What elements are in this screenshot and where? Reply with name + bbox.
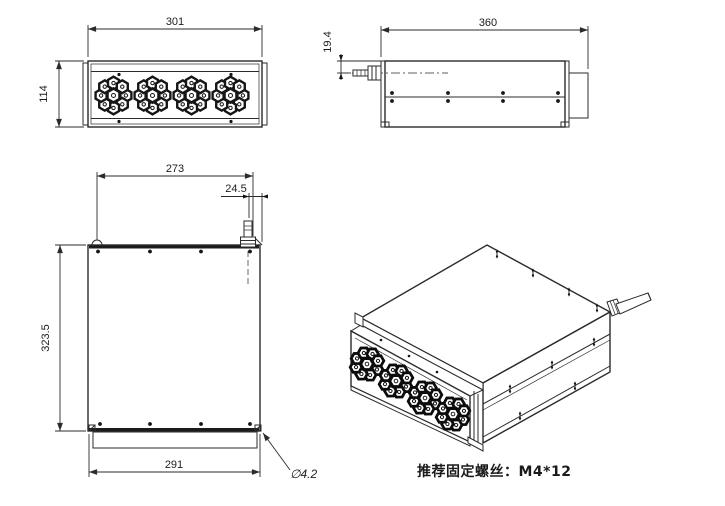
mount-ear-bottom-left (88, 424, 96, 432)
side-view: 360 19.4 (322, 17, 589, 128)
dim-label-360: 360 (479, 17, 497, 29)
mount-ear-top-left (91, 239, 103, 246)
fiber-connector-iso (606, 292, 652, 317)
fan-grille-front (96, 77, 249, 115)
top-screws (96, 249, 252, 426)
dim-label-114: 114 (38, 85, 50, 103)
dim-label-291: 291 (165, 459, 183, 471)
rear-block (568, 72, 589, 119)
dim-label-19-4: 19.4 (322, 31, 334, 52)
front-view: 301 114 (38, 16, 268, 128)
dim-label-273: 273 (166, 163, 184, 175)
fiber-connector-side (352, 65, 382, 81)
side-screws (390, 91, 560, 103)
dim-label-323-5: 323.5 (40, 324, 52, 352)
iso-corner-step (354, 312, 364, 328)
top-view: 273 24.5 323.5 291 ∅4.2 (40, 163, 317, 481)
isometric-view (344, 244, 652, 452)
hole-callout: ∅4.2 (262, 432, 317, 481)
base-plate (92, 431, 258, 449)
mount-ear-bottom-right (254, 424, 262, 432)
dim-base-width: 291 (88, 434, 261, 477)
dim-depth: 323.5 (40, 244, 86, 432)
dim-front-height: 114 (38, 60, 84, 128)
dim-label-24-5: 24.5 (225, 183, 246, 195)
fiber-connector-top (240, 220, 256, 287)
dim-side-length: 360 (380, 17, 589, 69)
dim-port-offset: 19.4 (322, 31, 383, 80)
dim-front-width: 301 (87, 16, 263, 57)
dim-port-inset: 24.5 (221, 183, 268, 242)
dim-label-hole-dia: ∅4.2 (290, 467, 317, 481)
dim-label-301: 301 (166, 16, 184, 28)
dim-mount-span: 273 (96, 163, 254, 240)
screw-recommendation-note: 推荐固定螺丝：M4*12 (417, 464, 572, 480)
iso-foot (467, 436, 484, 452)
